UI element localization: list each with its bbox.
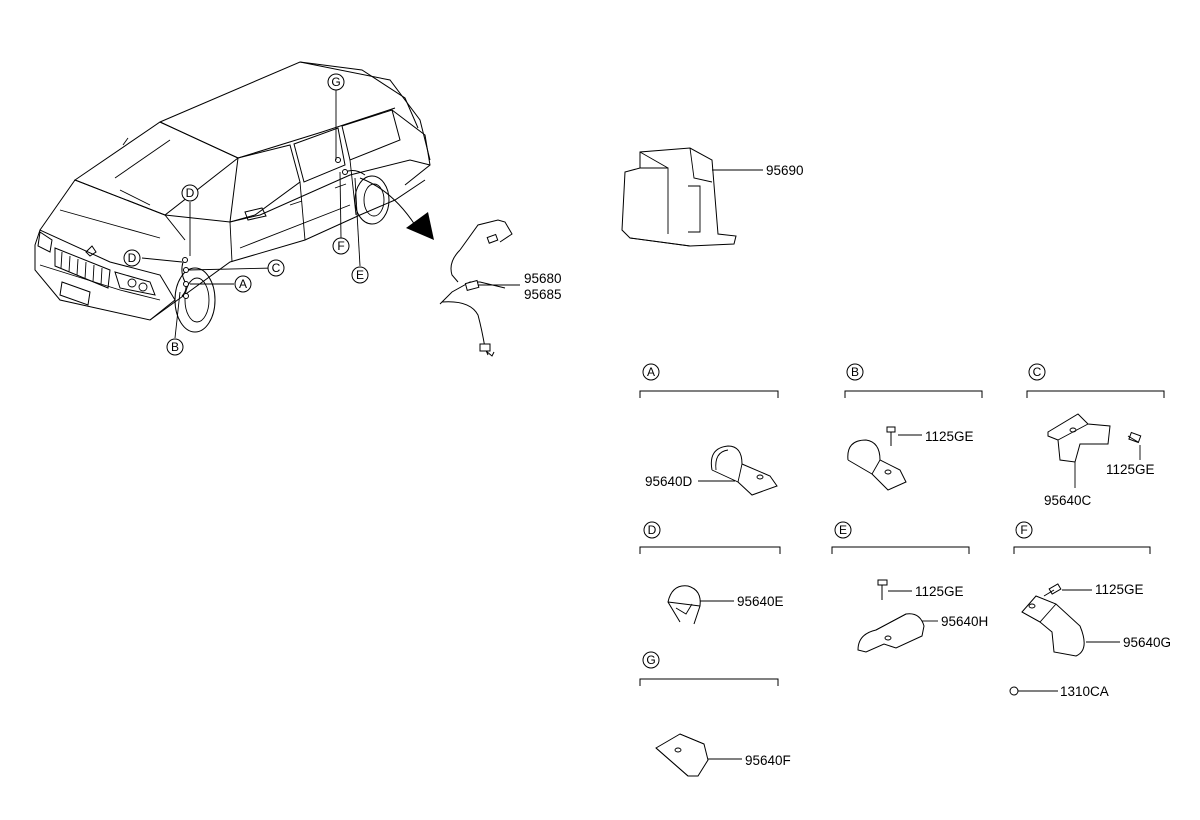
svg-text:C: C: [1033, 365, 1042, 379]
car-illustration: [34, 61, 431, 333]
svg-text:F: F: [337, 239, 344, 253]
label-95640G: 95640G: [1123, 635, 1171, 650]
clip-95640H-assembly: [857, 579, 938, 653]
clip-95640G-assembly: [1009, 583, 1120, 696]
callout-leaders: [141, 90, 361, 339]
curved-arrow-icon: [359, 177, 434, 240]
label-95640D: 95640D: [645, 474, 693, 489]
svg-text:C: C: [272, 261, 281, 275]
svg-text:A: A: [239, 277, 247, 291]
label-1125GE-b: 1125GE: [925, 429, 974, 444]
detail-header-c: C: [1028, 363, 1046, 381]
label-95640F: 95640F: [745, 753, 791, 768]
label-1125GE-c: 1125GE: [1106, 462, 1155, 477]
callout-d-lower: D: [123, 249, 141, 267]
svg-text:E: E: [839, 523, 847, 537]
label-1310CA: 1310CA: [1060, 684, 1109, 699]
wheel-sensor-harness: [439, 219, 520, 357]
label-95690: 95690: [766, 163, 804, 178]
clip-95640D: [698, 445, 778, 496]
svg-text:B: B: [171, 340, 179, 354]
detail-header-g: G: [642, 651, 660, 669]
svg-text:G: G: [331, 75, 340, 89]
clip-95640C-assembly: [1047, 413, 1142, 488]
clip-95640B-assembly: [847, 426, 922, 491]
svg-text:D: D: [128, 251, 137, 265]
abs-module: [621, 147, 763, 247]
label-95640H: 95640H: [941, 614, 988, 629]
svg-text:B: B: [851, 365, 859, 379]
callout-e: E: [351, 266, 369, 284]
detail-header-b: B: [846, 363, 864, 381]
clip-95640F: [655, 733, 742, 777]
clip-95640E: [667, 585, 734, 625]
label-1125GE-e: 1125GE: [915, 584, 964, 599]
detail-header-d: D: [643, 521, 661, 539]
callout-b: B: [166, 338, 184, 356]
callout-f: F: [332, 237, 350, 255]
detail-header-e: E: [834, 521, 852, 539]
label-1125GE-f: 1125GE: [1095, 582, 1144, 597]
svg-text:D: D: [186, 186, 195, 200]
svg-text:F: F: [1020, 523, 1027, 537]
svg-text:D: D: [648, 523, 657, 537]
callout-g: G: [327, 73, 345, 91]
detail-header-a: A: [642, 363, 660, 381]
callout-d-upper: D: [181, 184, 199, 202]
detail-header-f: F: [1015, 521, 1033, 539]
callout-c: C: [267, 259, 285, 277]
svg-text:A: A: [647, 365, 655, 379]
label-95680: 95680: [524, 271, 562, 286]
label-95640E: 95640E: [737, 594, 784, 609]
svg-text:G: G: [646, 653, 655, 667]
callout-a: A: [234, 275, 252, 293]
svg-text:E: E: [356, 268, 364, 282]
label-95685: 95685: [524, 287, 562, 302]
label-95640C: 95640C: [1044, 493, 1092, 508]
detail-brackets: [639, 390, 1165, 686]
